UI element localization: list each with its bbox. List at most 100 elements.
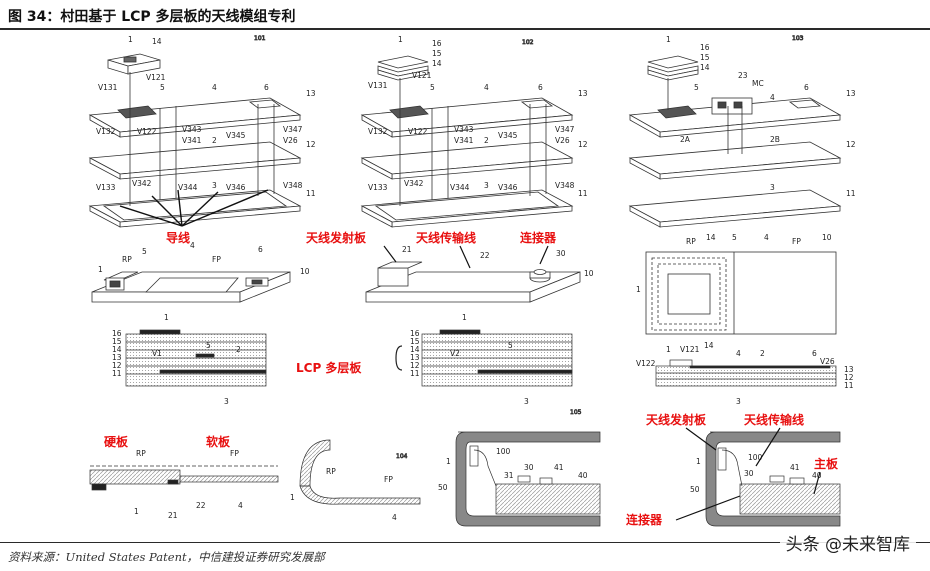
- svg-text:6: 6: [812, 349, 817, 358]
- svg-text:13: 13: [844, 365, 854, 374]
- persp-1: RP 5 4 FP 6 1 10: [91, 241, 310, 303]
- svg-text:12: 12: [112, 361, 122, 370]
- bend-3: 105 1 100 30 31 41 40 50: [438, 409, 601, 527]
- fig-103-exploded: 103 1 16 15 14 23 MC 5 4 6 13 2A 2B 12 3…: [628, 35, 856, 228]
- svg-text:V26: V26: [283, 136, 298, 145]
- svg-text:15: 15: [410, 337, 420, 346]
- figure-title: 图 34：村田基于 LCP 多层板的天线模组专利: [8, 9, 296, 25]
- svg-text:1: 1: [134, 507, 139, 516]
- callout-radiator-2: 天线发射板: [646, 412, 707, 427]
- svg-text:V132: V132: [368, 127, 388, 136]
- svg-text:V2: V2: [450, 349, 460, 358]
- svg-text:13: 13: [578, 89, 588, 98]
- svg-text:2: 2: [760, 349, 765, 358]
- svg-text:4: 4: [190, 241, 195, 250]
- svg-text:V348: V348: [283, 181, 303, 190]
- svg-text:6: 6: [258, 245, 263, 254]
- callout-mainboard: 主板: [814, 456, 839, 471]
- fig-103-id: 103: [792, 35, 804, 42]
- sect-2: 16 15 14 13 12 11 1 V2 5 3: [395, 313, 573, 406]
- svg-text:6: 6: [264, 83, 269, 92]
- svg-text:14: 14: [112, 345, 122, 354]
- svg-text:V26: V26: [820, 357, 835, 366]
- callout-transmission-2: 天线传输线: [744, 412, 804, 427]
- svg-text:1: 1: [164, 313, 169, 322]
- svg-text:2: 2: [212, 136, 217, 145]
- svg-text:5: 5: [142, 247, 147, 256]
- svg-text:41: 41: [790, 463, 800, 472]
- persp-2: 21 22 30 10: [365, 245, 594, 303]
- svg-text:30: 30: [556, 249, 566, 258]
- svg-text:V342: V342: [132, 179, 152, 188]
- svg-text:5: 5: [160, 83, 165, 92]
- svg-text:5: 5: [206, 341, 211, 350]
- svg-text:100: 100: [748, 453, 763, 462]
- svg-text:14: 14: [700, 63, 710, 72]
- svg-text:16: 16: [410, 329, 420, 338]
- svg-text:40: 40: [812, 471, 822, 480]
- svg-text:V345: V345: [498, 131, 518, 140]
- svg-text:1: 1: [696, 457, 701, 466]
- svg-text:3: 3: [736, 397, 741, 406]
- fig-101-id: 101: [254, 35, 266, 42]
- svg-text:5: 5: [694, 83, 699, 92]
- svg-text:V26: V26: [555, 136, 570, 145]
- fig-102-exploded: 102 1 16 15 14 V121 V131 5 4 6 13 V132 V…: [360, 35, 588, 228]
- svg-text:12: 12: [844, 373, 854, 382]
- svg-text:6: 6: [538, 83, 543, 92]
- svg-text:V343: V343: [182, 125, 202, 134]
- callout-feedline: 导线: [166, 230, 190, 245]
- sect-3: 1 V121 14 V122 4 2 6 V26 13 12 11 3: [636, 341, 854, 406]
- fig-105-id: 105: [570, 409, 582, 416]
- svg-text:5: 5: [732, 233, 737, 242]
- watermark: 头条 @未来智库: [779, 528, 916, 557]
- svg-text:FP: FP: [230, 449, 239, 458]
- svg-text:2: 2: [236, 345, 241, 354]
- svg-text:4: 4: [392, 513, 397, 522]
- svg-text:11: 11: [410, 369, 420, 378]
- svg-text:V133: V133: [368, 183, 388, 192]
- svg-text:1: 1: [666, 345, 671, 354]
- svg-text:V121: V121: [412, 71, 432, 80]
- svg-text:11: 11: [112, 369, 122, 378]
- svg-text:V345: V345: [226, 131, 246, 140]
- source-note: 资料来源：United States Patent，中信建投证券研究发展部: [8, 550, 325, 564]
- callout-radiator: 天线发射板: [306, 230, 367, 245]
- fig-104-id: 104: [396, 453, 408, 460]
- callout-connector: 连接器: [520, 230, 557, 245]
- svg-text:4: 4: [212, 83, 217, 92]
- svg-text:30: 30: [744, 469, 754, 478]
- bend-4: 1 100 30 41 40 50: [690, 431, 841, 527]
- svg-text:14: 14: [704, 341, 714, 350]
- svg-text:V347: V347: [555, 125, 575, 134]
- svg-text:1: 1: [666, 35, 671, 44]
- svg-text:15: 15: [432, 49, 442, 58]
- svg-text:31: 31: [504, 471, 514, 480]
- svg-text:6: 6: [804, 83, 809, 92]
- svg-text:FP: FP: [792, 237, 801, 246]
- svg-text:50: 50: [438, 483, 448, 492]
- svg-text:40: 40: [578, 471, 588, 480]
- patent-figure: 101 1 14 V121 V131 5 4 6 13 V132 V122 V3…: [88, 35, 856, 527]
- svg-text:22: 22: [480, 251, 490, 260]
- svg-text:V122: V122: [408, 127, 428, 136]
- svg-text:3: 3: [224, 397, 229, 406]
- svg-text:10: 10: [822, 233, 832, 242]
- svg-text:V122: V122: [137, 127, 157, 136]
- svg-text:RP: RP: [326, 467, 336, 476]
- svg-text:2A: 2A: [680, 135, 691, 144]
- svg-text:16: 16: [432, 39, 442, 48]
- svg-text:V346: V346: [226, 183, 246, 192]
- svg-text:14: 14: [432, 59, 442, 68]
- label-1: 1: [128, 35, 133, 44]
- svg-text:1: 1: [462, 313, 467, 322]
- svg-text:3: 3: [524, 397, 529, 406]
- svg-text:V343: V343: [454, 125, 474, 134]
- svg-text:11: 11: [306, 189, 316, 198]
- svg-text:FP: FP: [212, 255, 221, 264]
- svg-text:V347: V347: [283, 125, 303, 134]
- top-rule: [0, 28, 930, 30]
- callout-transmission: 天线传输线: [416, 230, 476, 245]
- svg-text:12: 12: [578, 140, 588, 149]
- svg-text:5: 5: [508, 341, 513, 350]
